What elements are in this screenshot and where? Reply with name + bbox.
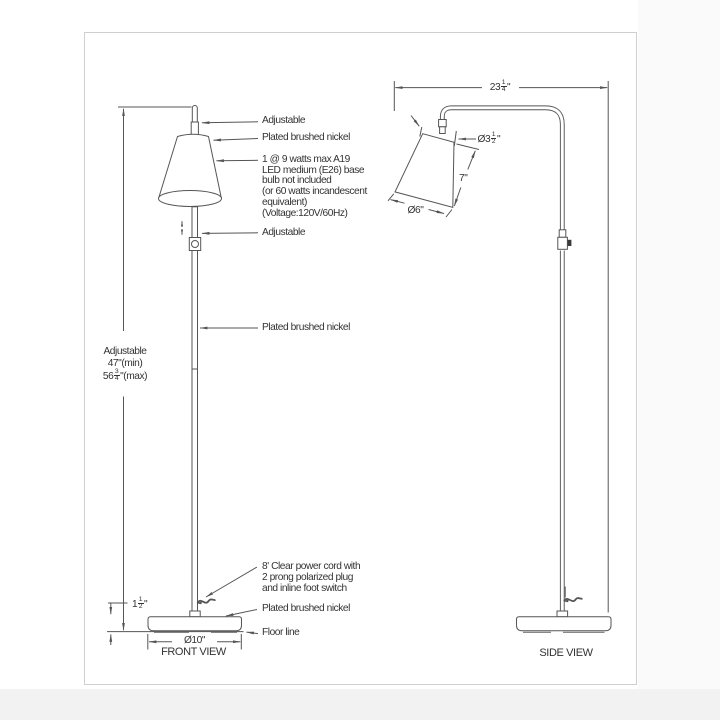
front-shade-rim bbox=[158, 190, 222, 207]
side-base bbox=[516, 616, 612, 632]
side-power-cord bbox=[563, 597, 583, 603]
front-lower-pole bbox=[191, 250, 198, 612]
front-power-cord bbox=[196, 598, 216, 604]
side-view-drawing bbox=[387, 81, 612, 633]
front-view-title: FRONT VIEW bbox=[161, 646, 226, 658]
callout-shade-material: Plated brushed nickel bbox=[262, 132, 350, 143]
callout-base-material: Plated brushed nickel bbox=[262, 602, 350, 614]
dim-base-diameter: Ø10" bbox=[183, 635, 206, 647]
callout-pole-material: Plated brushed nickel bbox=[262, 322, 350, 333]
front-finial bbox=[191, 105, 198, 124]
callout-adjustable-knob: Adjustable bbox=[262, 227, 306, 238]
side-shade bbox=[394, 133, 455, 209]
page-background-right bbox=[638, 0, 720, 689]
side-view-title: SIDE VIEW bbox=[539, 647, 593, 659]
front-base bbox=[147, 616, 242, 632]
front-shade bbox=[158, 133, 222, 199]
callout-power-cord: 8' Clear power cord with 2 prong polariz… bbox=[262, 560, 361, 595]
callout-adjustable-top: Adjustable bbox=[262, 115, 306, 126]
side-adjust-joint bbox=[557, 236, 568, 250]
front-neck bbox=[190, 121, 199, 135]
dim-shade-bottom-diameter: Ø6" bbox=[407, 205, 424, 217]
dim-shade-height: 7" bbox=[459, 172, 468, 184]
front-view-drawing bbox=[107, 105, 259, 650]
page-background-bottom bbox=[0, 689, 720, 720]
callout-floor-line: Floor line bbox=[262, 627, 300, 639]
callout-bulb-spec: 1 @ 9 watts max A19 LED medium (E26) bas… bbox=[262, 153, 367, 219]
front-upper-pole bbox=[191, 206, 198, 239]
